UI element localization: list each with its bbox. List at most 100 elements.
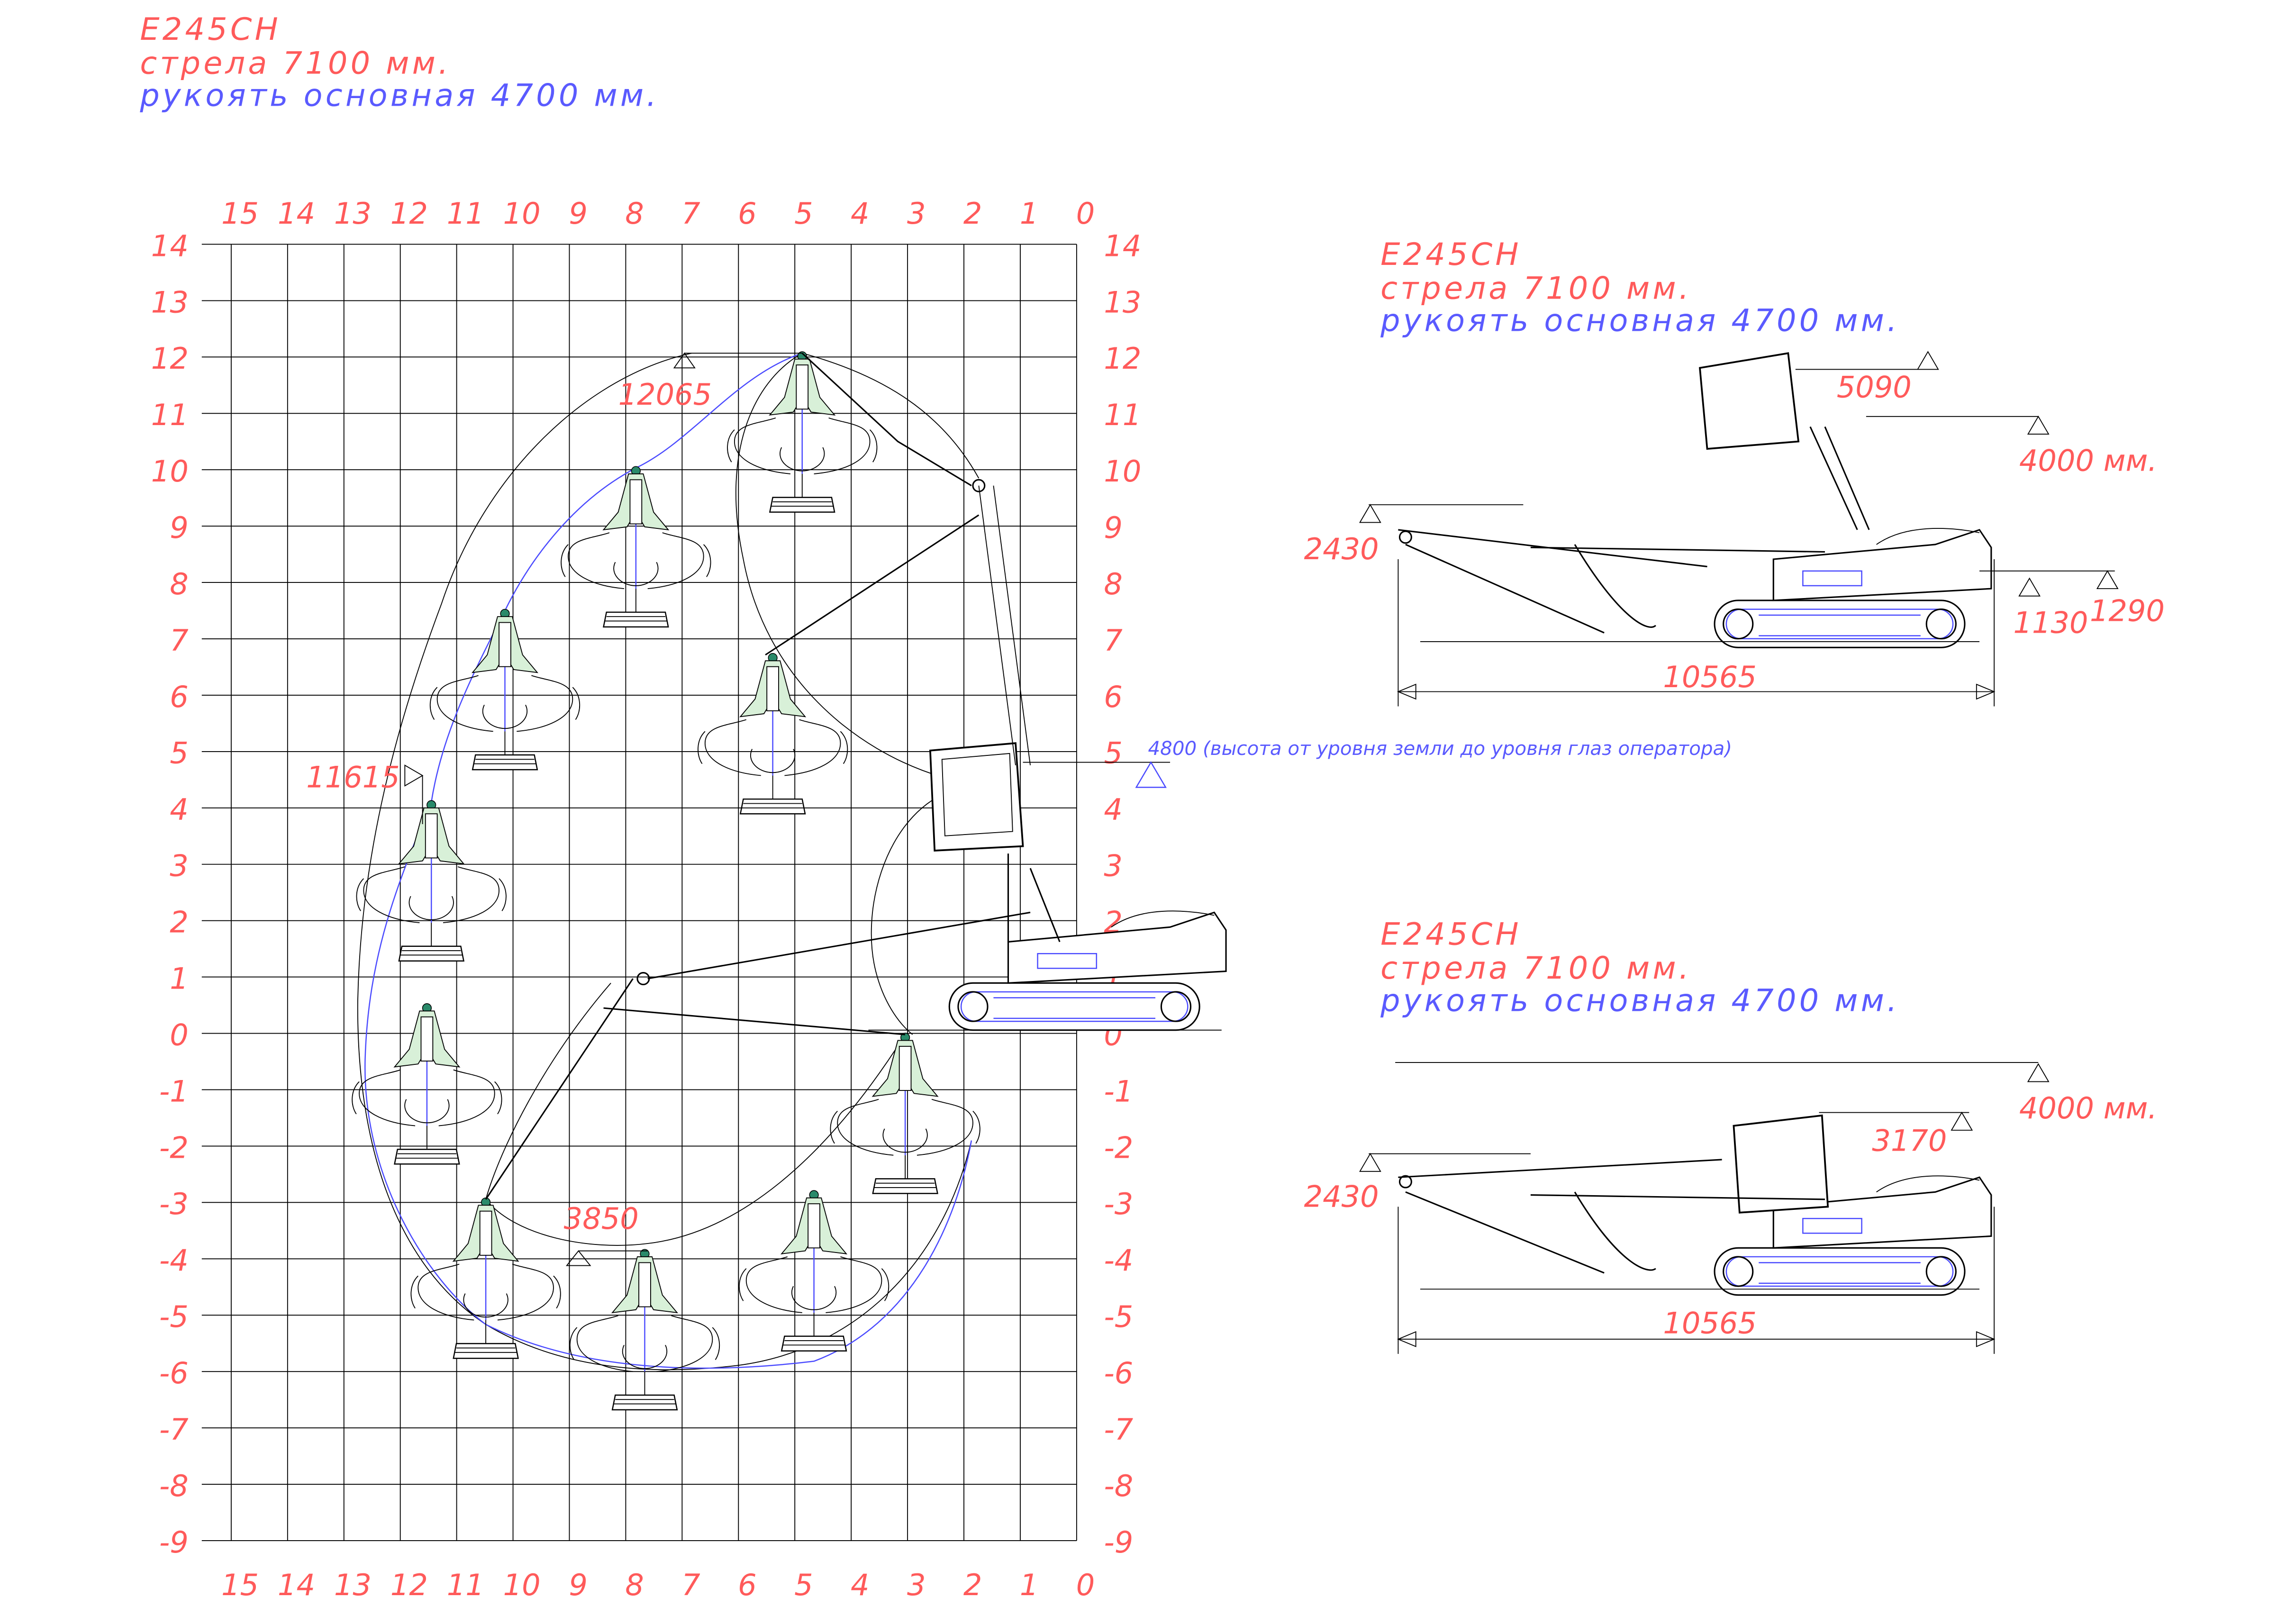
y-tick-label-right: 7 — [1104, 623, 1123, 658]
x-tick-label-bottom: 12 — [390, 1568, 428, 1602]
y-tick-label-left: 8 — [170, 567, 189, 601]
y-tick-label-left: 3 — [170, 849, 189, 883]
y-tick-label-left: -5 — [159, 1299, 189, 1334]
dim-length: 10565 — [1663, 660, 1757, 694]
y-tick-label-left: -2 — [159, 1130, 189, 1165]
x-tick-label-bottom: 11 — [447, 1568, 484, 1602]
y-tick-label-left: 2 — [170, 905, 189, 940]
grapple-icon — [830, 1032, 981, 1194]
panel-top-title: E245CH — [1380, 236, 1521, 272]
dim-cab-height: 3170 — [1872, 1123, 1947, 1158]
reach-envelope — [357, 353, 980, 1371]
y-tick-label-right: 6 — [1104, 680, 1123, 714]
boom-length: стрела 7100 мм. — [140, 45, 451, 81]
y-tick-label-left: 6 — [170, 680, 189, 714]
x-tick-label-top: 9 — [569, 196, 588, 231]
x-tick-label-bottom: 9 — [569, 1568, 588, 1602]
working-range-grid — [201, 244, 1077, 1541]
y-tick-label-left: -6 — [159, 1356, 189, 1390]
x-tick-label-bottom: 5 — [794, 1568, 813, 1602]
grapple-icon — [726, 351, 878, 513]
y-tick-label-left: 10 — [151, 454, 189, 489]
x-tick-label-top: 3 — [907, 196, 926, 231]
excavator-icon — [948, 910, 1227, 1031]
x-tick-label-bottom: 15 — [221, 1568, 259, 1602]
y-tick-label-right: 12 — [1104, 341, 1141, 376]
dim-transport-height: 4000 мм. — [2019, 444, 2157, 478]
x-tick-label-bottom: 6 — [738, 1568, 757, 1602]
x-tick-label-top: 1 — [1020, 196, 1039, 231]
y-tick-label-left: 1 — [170, 961, 189, 996]
x-tick-label-bottom: 4 — [851, 1568, 870, 1602]
dim-depth: 3850 — [564, 1201, 639, 1236]
x-tick-label-top: 4 — [851, 196, 870, 231]
x-tick-label-top: 12 — [390, 196, 428, 231]
panel-top-stick: рукоять основная 4700 мм. — [1380, 303, 1900, 339]
dim-max-height: 12065 — [618, 377, 712, 412]
x-tick-label-bottom: 7 — [681, 1568, 700, 1602]
x-tick-label-top: 10 — [503, 196, 541, 231]
y-tick-label-right: 9 — [1104, 510, 1123, 545]
grapple-icon — [569, 1249, 720, 1411]
panel-transport-bottom: E245CH стрела 7100 мм. рукоять основная … — [1304, 917, 2157, 1354]
dim-cab-height: 5090 — [1837, 370, 1912, 404]
dim-max-reach: 11615 — [306, 760, 400, 794]
y-tick-label-right: 14 — [1104, 228, 1141, 263]
main-title-block: E245CH стрела 7100 мм. рукоять основная … — [139, 11, 656, 114]
panel-bottom-boom: стрела 7100 мм. — [1380, 950, 1692, 986]
eye-level-note: 4800 (высота от уровня земли до уровня г… — [1148, 737, 1732, 760]
dim-1290: 1290 — [2090, 593, 2165, 628]
y-tick-label-right: -9 — [1104, 1525, 1133, 1560]
y-tick-label-right: -6 — [1104, 1356, 1133, 1390]
panel-bottom-stick: рукоять основная 4700 мм. — [1380, 982, 1900, 1018]
y-tick-label-left: -3 — [159, 1187, 189, 1221]
excavator-main — [485, 353, 1227, 1200]
x-tick-label-top: 14 — [278, 196, 315, 231]
x-tick-label-top: 15 — [221, 196, 259, 231]
y-tick-label-left: 14 — [151, 228, 189, 263]
grapple-icon — [697, 653, 848, 815]
x-tick-label-top: 5 — [794, 196, 813, 231]
excavator-icon — [1714, 527, 1992, 648]
x-tick-label-bottom: 8 — [625, 1568, 644, 1602]
y-tick-label-left: -4 — [159, 1243, 189, 1278]
y-tick-label-left: -1 — [159, 1074, 189, 1108]
dim-boom-height: 2430 — [1304, 1179, 1379, 1214]
y-tick-label-right: -5 — [1104, 1299, 1133, 1334]
axis-tick-labels: 1515141413131212111110109988776655443322… — [151, 196, 1142, 1602]
x-tick-label-bottom: 1 — [1020, 1568, 1039, 1602]
y-tick-label-left: 13 — [151, 285, 189, 319]
y-tick-label-right: -2 — [1104, 1130, 1133, 1165]
dim-length: 10565 — [1663, 1306, 1757, 1340]
y-tick-label-right: -3 — [1104, 1187, 1133, 1221]
x-tick-label-top: 7 — [681, 196, 700, 231]
y-tick-label-left: 9 — [170, 510, 189, 545]
x-tick-label-bottom: 13 — [334, 1568, 372, 1602]
grapple-icon — [429, 608, 581, 771]
y-tick-label-left: 11 — [151, 398, 189, 432]
y-tick-label-left: 7 — [170, 623, 189, 658]
panel-bottom-title: E245CH — [1380, 917, 1521, 953]
grapple-icon — [351, 1003, 502, 1165]
y-tick-label-left: -7 — [159, 1412, 189, 1447]
y-tick-label-left: 4 — [170, 792, 189, 827]
y-tick-label-right: -4 — [1104, 1243, 1133, 1278]
panel-transport-top: E245CH стрела 7100 мм. рукоять основная … — [1304, 236, 2165, 707]
grapple-icon — [410, 1197, 562, 1359]
main-dimensions: 12065 11615 3850 4800 (высота от уровня … — [306, 352, 1732, 1266]
x-tick-label-bottom: 2 — [963, 1568, 982, 1602]
y-tick-label-right: 5 — [1104, 736, 1123, 771]
y-tick-label-left: -8 — [159, 1469, 189, 1503]
grapple-icon — [738, 1189, 889, 1352]
x-tick-label-bottom: 0 — [1076, 1568, 1095, 1602]
grapple-positions — [351, 351, 981, 1411]
x-tick-label-top: 8 — [625, 196, 644, 231]
x-tick-label-top: 13 — [334, 196, 372, 231]
y-tick-label-right: 13 — [1104, 285, 1141, 319]
y-tick-label-left: 0 — [170, 1017, 189, 1052]
y-tick-label-right: 8 — [1104, 567, 1123, 601]
x-tick-label-top: 0 — [1076, 196, 1095, 231]
model-title: E245CH — [140, 11, 281, 47]
y-tick-label-right: 10 — [1104, 454, 1141, 489]
